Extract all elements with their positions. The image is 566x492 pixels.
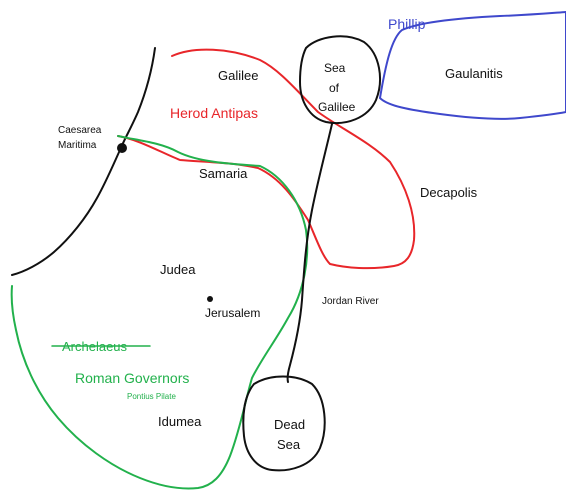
label-decapolis: Decapolis xyxy=(420,185,478,200)
dead-sea-outline xyxy=(242,375,326,472)
label-sea-of-galilee-line2: of xyxy=(329,81,340,95)
label-sea-of-galilee-line1: Sea xyxy=(324,61,346,75)
label-idumea: Idumea xyxy=(158,414,202,429)
label-sea-of-galilee-line3: Galilee xyxy=(318,100,356,114)
coastline xyxy=(11,47,156,276)
label-phillip: Phillip xyxy=(388,16,426,32)
sea-of-galilee-outline xyxy=(299,35,381,124)
label-gaulanitis: Gaulanitis xyxy=(445,66,503,81)
caesarea-maritima-marker xyxy=(117,143,127,153)
label-samaria: Samaria xyxy=(199,166,248,181)
label-dead-sea-line1: Dead xyxy=(274,417,305,432)
roman-governors-region-border xyxy=(10,135,309,490)
label-caesarea-line1: Caesarea xyxy=(58,125,102,136)
label-caesarea-line2: Maritima xyxy=(58,140,97,151)
jordan-river xyxy=(286,123,333,383)
label-galilee: Galilee xyxy=(218,68,258,83)
label-judea: Judea xyxy=(160,262,196,277)
label-dead-sea-line2: Sea xyxy=(277,437,301,452)
label-herod-antipas: Herod Antipas xyxy=(170,105,258,121)
herod-antipas-region-border xyxy=(117,48,416,270)
jerusalem-marker xyxy=(207,296,213,302)
label-jerusalem: Jerusalem xyxy=(205,306,260,320)
label-roman-governors: Roman Governors xyxy=(75,370,189,386)
label-jordan-river: Jordan River xyxy=(322,296,379,307)
label-pontius-pilate: Pontius Pilate xyxy=(127,392,176,401)
